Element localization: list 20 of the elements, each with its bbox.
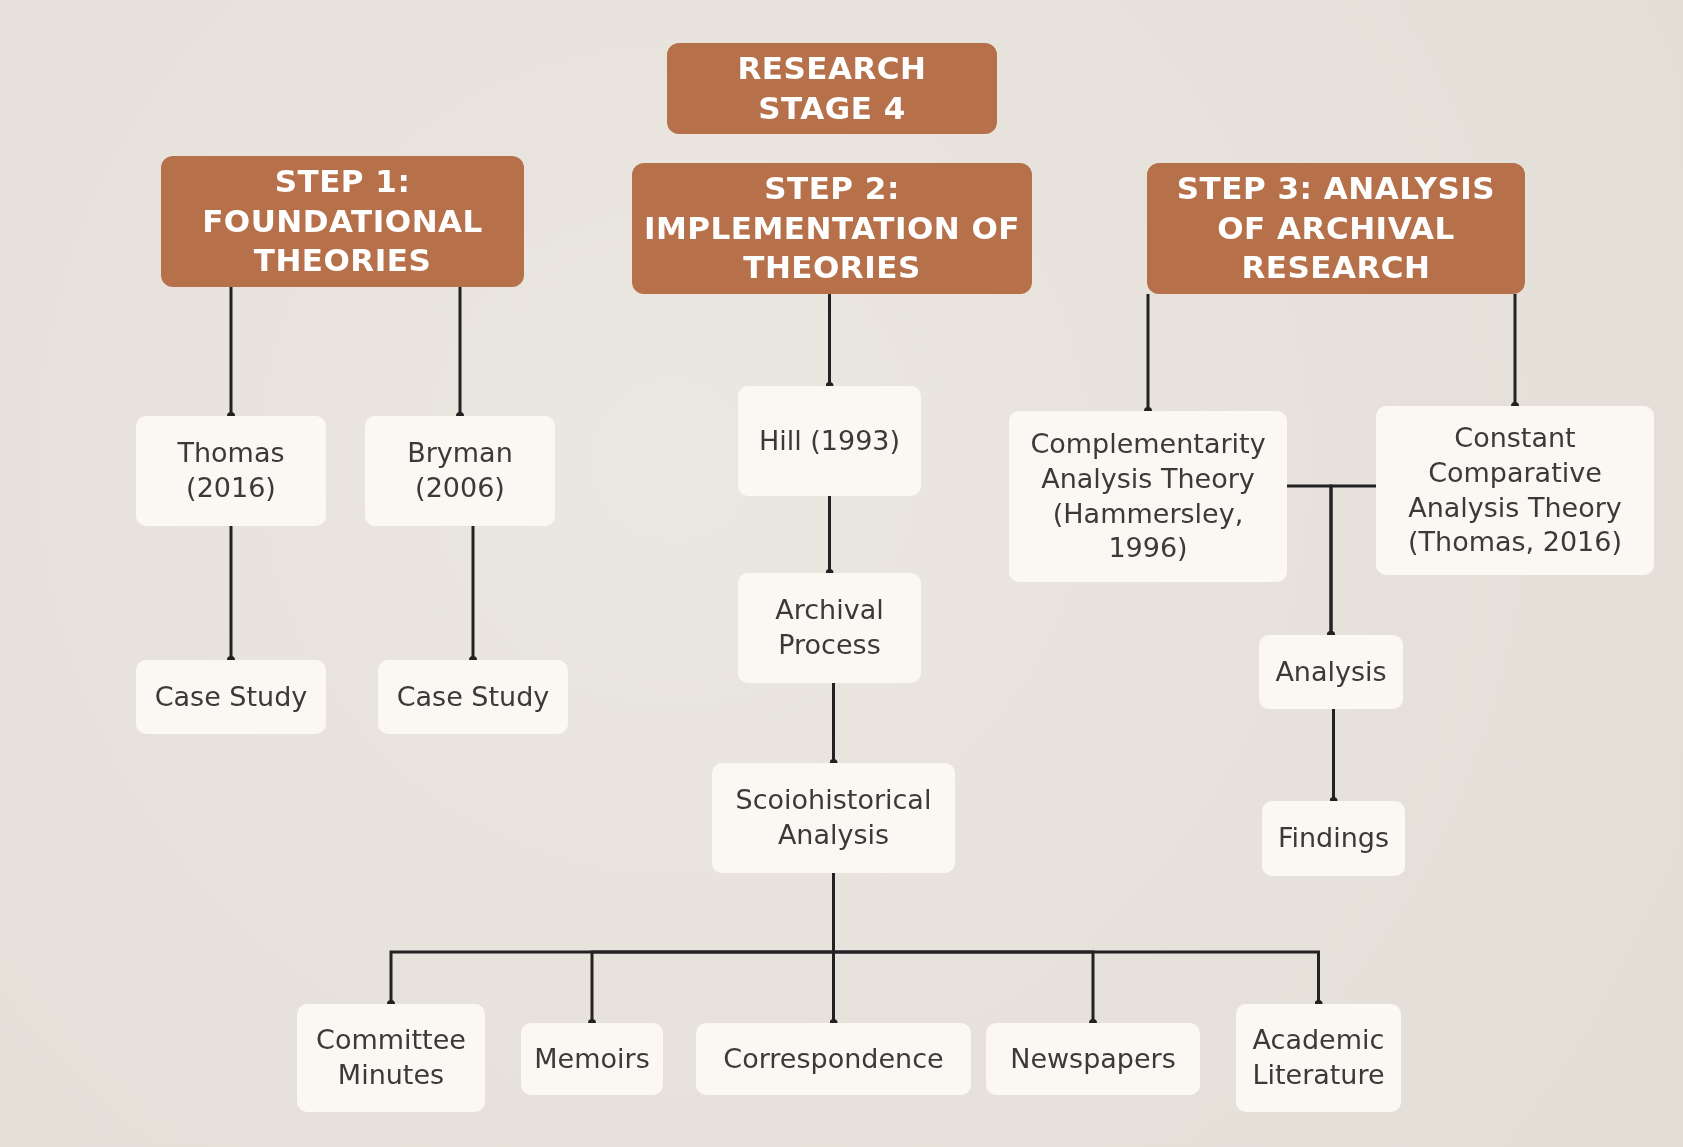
text-box: Constant Comparative Analysis Theory (Thomas, 2016) [1376,406,1654,575]
text-box: Scoiohistorical Analysis [712,763,955,873]
text-box: Newspapers [986,1023,1200,1095]
text-box: Analysis [1259,635,1403,709]
step-header: RESEARCH STAGE 4 [667,43,997,134]
text-box: Thomas (2016) [136,416,326,526]
step-header: STEP 2: IMPLEMENTATION OF THEORIES [632,163,1032,294]
text-box: Hill (1993) [738,386,921,496]
text-box: Bryman (2006) [365,416,555,526]
text-box: Case Study [136,660,326,734]
text-box: Complementarity Analysis Theory (Hammersley, 1996) [1009,411,1287,582]
text-box: Archival Process [738,573,921,683]
step-header: STEP 1: FOUNDATIONAL THEORIES [161,156,524,287]
text-box: Correspondence [696,1023,971,1095]
text-box: Findings [1262,801,1405,876]
text-box: Committee Minutes [297,1004,485,1112]
step-header: STEP 3: ANALYSIS OF ARCHIVAL RESEARCH [1147,163,1525,294]
text-box: Academic Literature [1236,1004,1401,1112]
text-box: Case Study [378,660,568,734]
text-box: Memoirs [521,1023,663,1095]
